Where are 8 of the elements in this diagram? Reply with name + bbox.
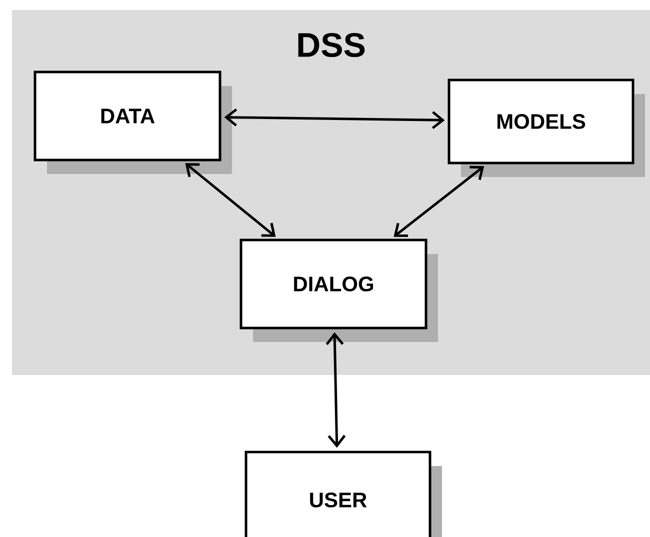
double-arrow xyxy=(224,108,445,130)
double-arrow xyxy=(185,163,276,237)
double-arrow xyxy=(326,332,346,448)
double-arrow xyxy=(394,166,484,238)
process-box: DIALOG xyxy=(240,238,438,342)
process-box: MODELS xyxy=(448,78,645,177)
process-box: DATA xyxy=(34,70,232,174)
process-box: USER xyxy=(244,450,442,537)
